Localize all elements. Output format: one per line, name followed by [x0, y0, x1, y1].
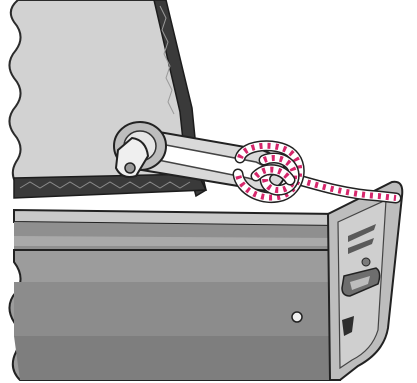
boom	[9, 210, 340, 380]
boom-mid-band	[14, 282, 340, 336]
shackle-pin-hole	[125, 163, 135, 173]
boom-rivet	[292, 312, 302, 322]
end-cap-screw	[362, 258, 370, 266]
boom-bottom-band	[14, 336, 340, 380]
boom-end-cap	[328, 182, 402, 380]
